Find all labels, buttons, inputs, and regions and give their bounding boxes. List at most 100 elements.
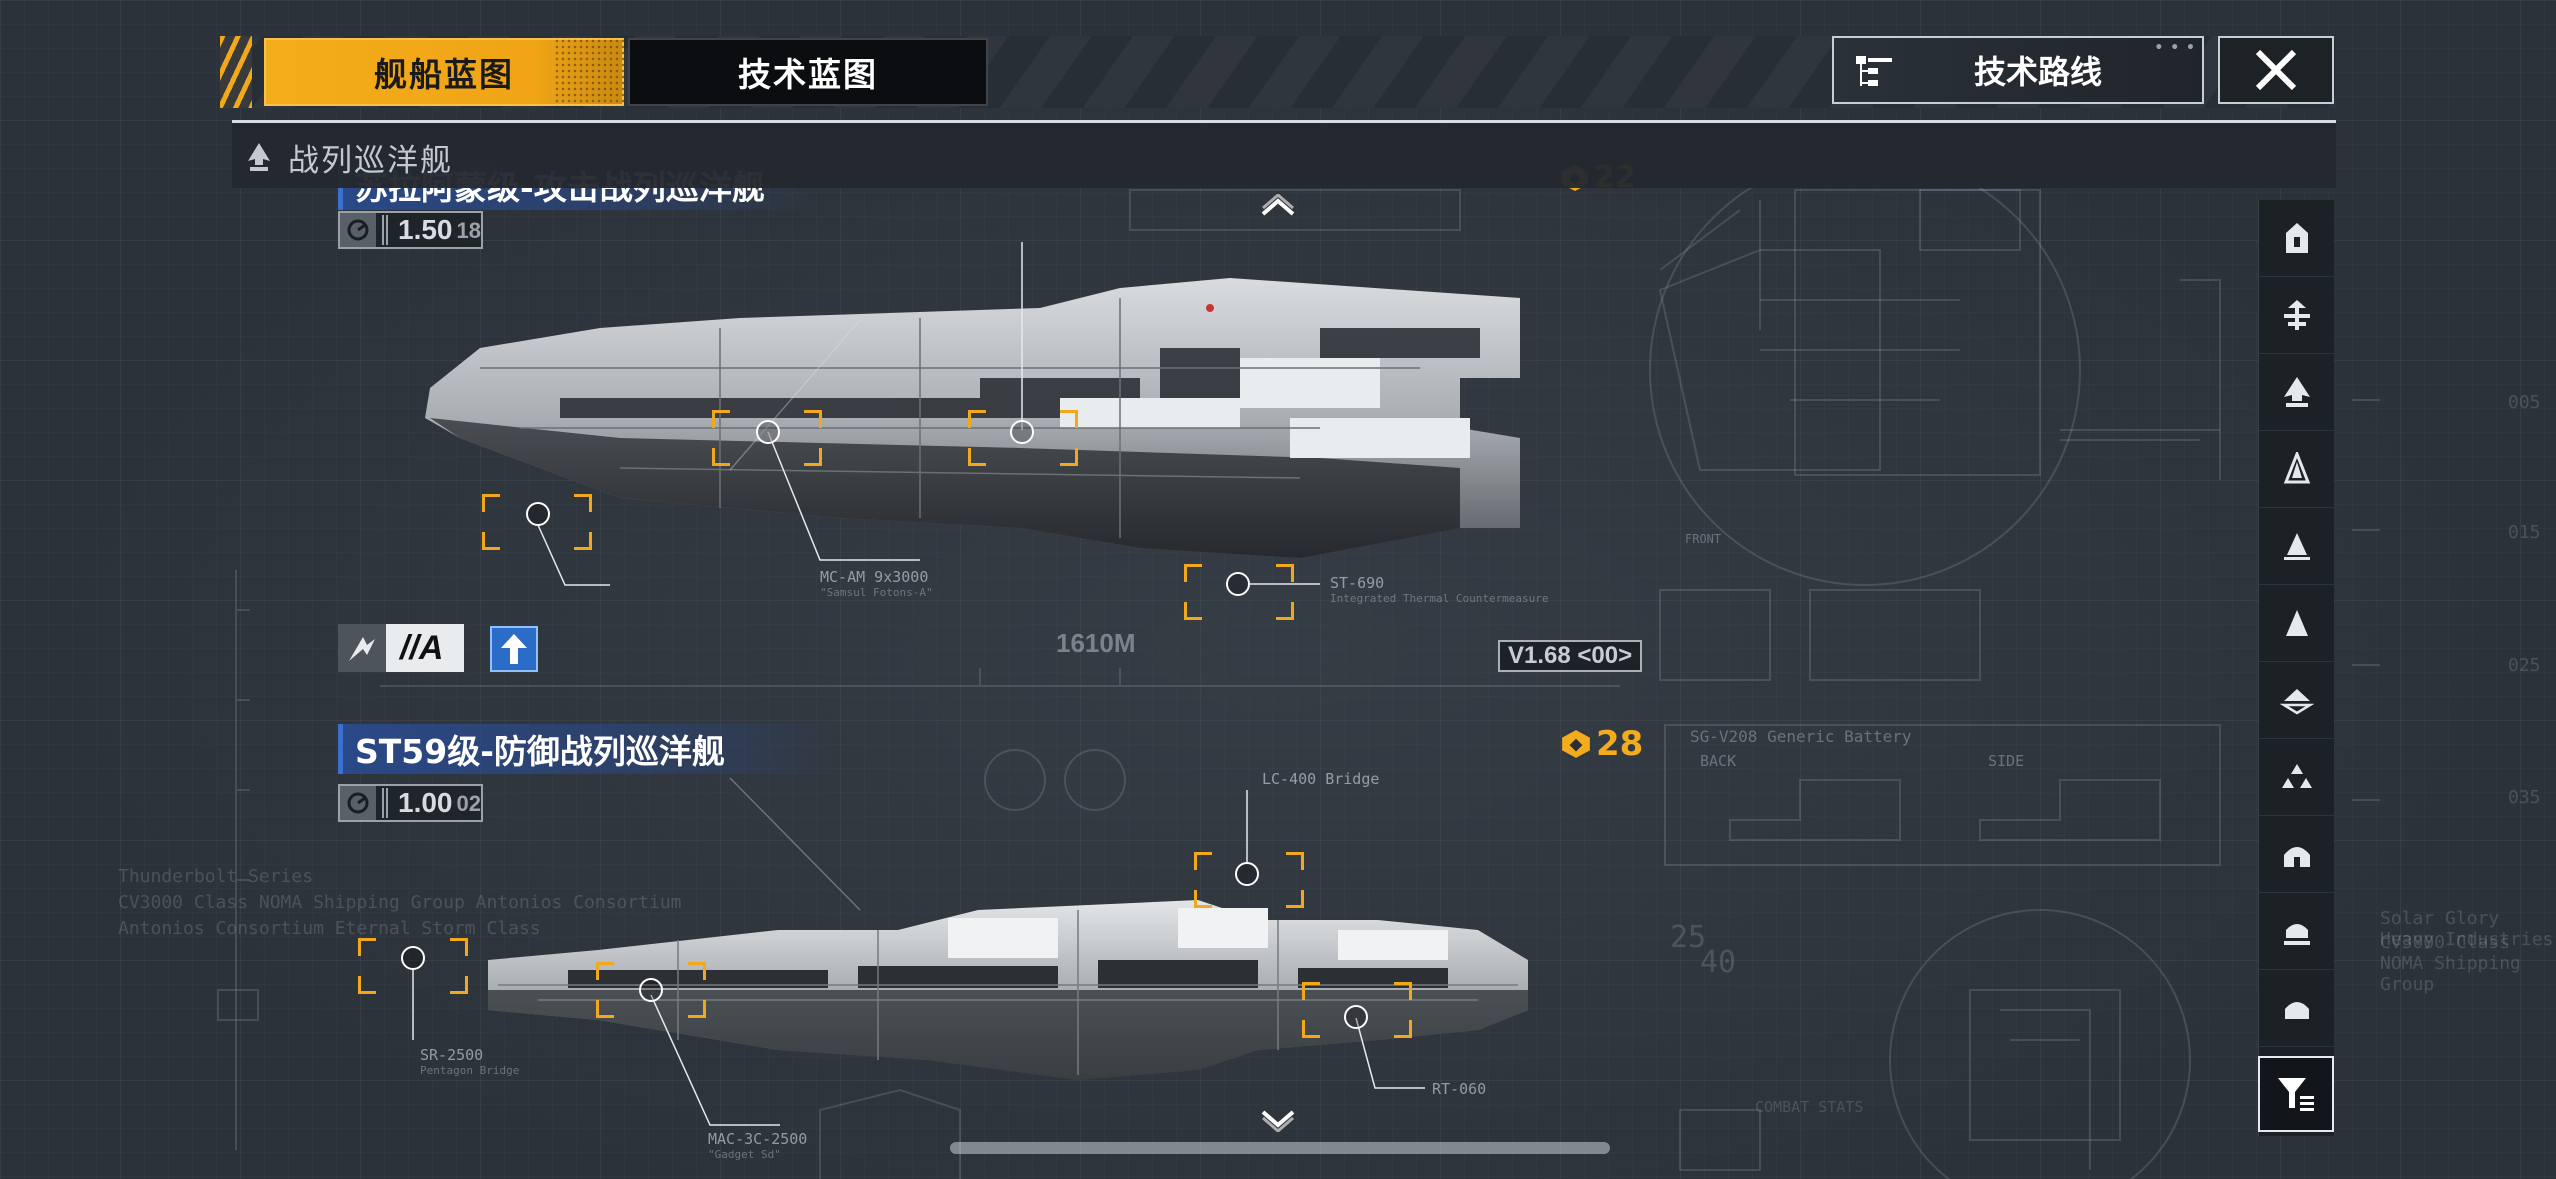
ship-1-hardpoint-2[interactable] [756,420,780,444]
dome-icon [2285,1002,2309,1019]
upgrade-arrow-icon [501,634,527,664]
ship-2-weapon-2-label: SR-2500 Pentagon Bridge [420,1046,519,1077]
frigate-icon [2286,610,2308,636]
tab-tech-blueprint[interactable]: 技术蓝图 [628,38,988,106]
ship-1-hardpoint-4[interactable] [1226,572,1250,596]
ship-1-weapon-1-sub: "Samsul Fotons-A" [820,586,933,599]
ship-1-weapon-1-label: MC-AM 9x3000 "Samsul Fotons-A" [820,568,933,599]
filter-command-ship[interactable] [2259,200,2335,277]
filter-battlecruiser[interactable] [2259,354,2335,431]
combat-label: COMBAT STATS [1755,1098,1864,1116]
scroll-down-icon[interactable] [1260,1108,1296,1132]
speed-icon [340,786,376,820]
tick-035: 035 [2508,787,2541,808]
ship-1-hardpoint-1[interactable] [526,502,550,526]
ship-1-version: V1.68 <00> [1498,640,1643,672]
carrier-icon [2284,300,2310,330]
ship-1-weapon-1-name: MC-AM 9x3000 [820,568,929,586]
tech-route-label: 技术路线 [1973,53,2102,91]
ship-1-speed-badge: 1.50 18 [338,211,483,249]
ship-1-length: 1610M [1056,628,1136,658]
speed-icon [340,213,376,247]
ship-2-hardpoint-3[interactable] [639,978,663,1002]
station-icon [2284,847,2310,867]
ship-2-weapon-4-label: RT-060 [1432,1080,1486,1098]
ship-1-speed-main: 1.50 [398,214,453,245]
filter-auxiliary[interactable] [2259,893,2335,970]
big-25: 25 [1670,920,1707,955]
tech-route-button[interactable]: 技术路线 • • • [1832,36,2204,104]
filter-cruiser[interactable] [2259,431,2335,508]
ship-2-cost-value: 28 [1596,724,1644,764]
ship-2-hardpoint-4[interactable] [1344,1005,1368,1029]
ship-1-grade: //A [400,628,444,667]
ship-1-grade-badge: //A [338,624,464,672]
ship-2-weapon-3-name: MAC-3C-2500 [708,1130,808,1148]
battlecruiser-icon [2284,377,2310,407]
ship-2-cost: 28 [1560,724,1643,764]
tick-005: 005 [2508,392,2541,413]
ship-2-weapon-3-sub: "Gadget Sd" [708,1148,781,1161]
thunderbolt-line-3: Antonios Consortium Eternal Storm Class [118,918,541,939]
battlecruiser-icon [248,143,270,171]
command-ship-icon [2286,223,2308,253]
ship-2-speed-sub: 02 [456,791,481,816]
ship-2-speed-badge: 1.00 02 [338,784,483,822]
tick-015: 015 [2508,522,2541,543]
tab-ship-blueprint[interactable]: 舰船蓝图 [264,38,624,106]
top-bar-accent [220,36,252,108]
side-label: SIDE [1988,752,2025,770]
ship-2-hardpoint-2[interactable] [401,946,425,970]
grade-icon [338,624,386,672]
filter-destroyer[interactable] [2259,508,2335,585]
ship-2-title: ST59级-防御战列巡洋舰 [338,724,838,774]
filter-dome[interactable] [2259,970,2335,1047]
ship-1-upgrade-badge[interactable] [490,626,538,672]
ship-2-weapon-3-label: MAC-3C-2500 "Gadget Sd" [708,1130,807,1161]
battery-label: SG-V208 Generic Battery [1690,727,1912,746]
auxiliary-icon [2284,924,2310,945]
back-label: BACK [1700,752,1737,770]
ship-2-hardpoint-1[interactable] [1235,862,1259,886]
ship-2-weapon-1-name: LC-400 Bridge [1262,770,1380,788]
ship-1-weapon-2-sub: Integrated Thermal Countermeasure [1330,592,1549,605]
thunderbolt-line-1: Thunderbolt Series [118,866,314,887]
ship-2-weapon-4-name: RT-060 [1432,1080,1487,1098]
ship-1-weapon-2-label: ST-690 Integrated Thermal Countermeasure [1330,574,1549,605]
ship-2-weapon-1-label: LC-400 Bridge [1262,770,1379,788]
ship-2-weapon-2-name: SR-2500 [420,1046,484,1064]
scroll-up-icon[interactable] [1260,194,1296,218]
tick-025: 025 [2508,655,2541,676]
big-40: 40 [1700,945,1737,980]
ship-1-weapon-2-name: ST-690 [1330,574,1385,592]
filter-icon [2278,1078,2314,1111]
close-button[interactable] [2218,36,2334,104]
cruiser-icon [2283,452,2311,484]
corvette-icon [2280,689,2314,715]
filter-button[interactable] [2258,1056,2334,1132]
close-icon [2255,49,2297,91]
ship-1-speed-sub: 18 [456,218,481,243]
ship-2-speed-main: 1.00 [398,787,453,818]
tab-tech-blueprint-label: 技术蓝图 [738,55,878,94]
home-indicator[interactable] [950,1142,1610,1154]
category-bar: 战列巡洋舰 [232,120,2336,188]
tech-tree-icon [1856,56,1892,86]
category-label: 战列巡洋舰 [288,143,453,179]
front-label: FRONT [1685,532,1722,546]
fighter-group-icon [2282,764,2312,788]
filter-fighter-group[interactable] [2259,739,2335,816]
destroyer-icon [2284,533,2310,560]
filter-corvette[interactable] [2259,662,2335,739]
filter-station[interactable] [2259,816,2335,893]
cost-icon [1562,730,1590,758]
ship-2-weapon-2-sub: Pentagon Bridge [420,1064,520,1077]
solar-line-1: Solar Glory Heavy Industries [2380,908,2554,950]
filter-frigate[interactable] [2259,585,2335,662]
ship-1-hardpoint-3[interactable] [1010,420,1034,444]
solar-line-2: CV3000 Class NOMA Shipping Group [2380,932,2521,995]
tab-ship-blueprint-label: 舰船蓝图 [374,55,514,94]
filter-carrier[interactable] [2259,277,2335,354]
route-dots-icon: • • • [2154,40,2196,56]
